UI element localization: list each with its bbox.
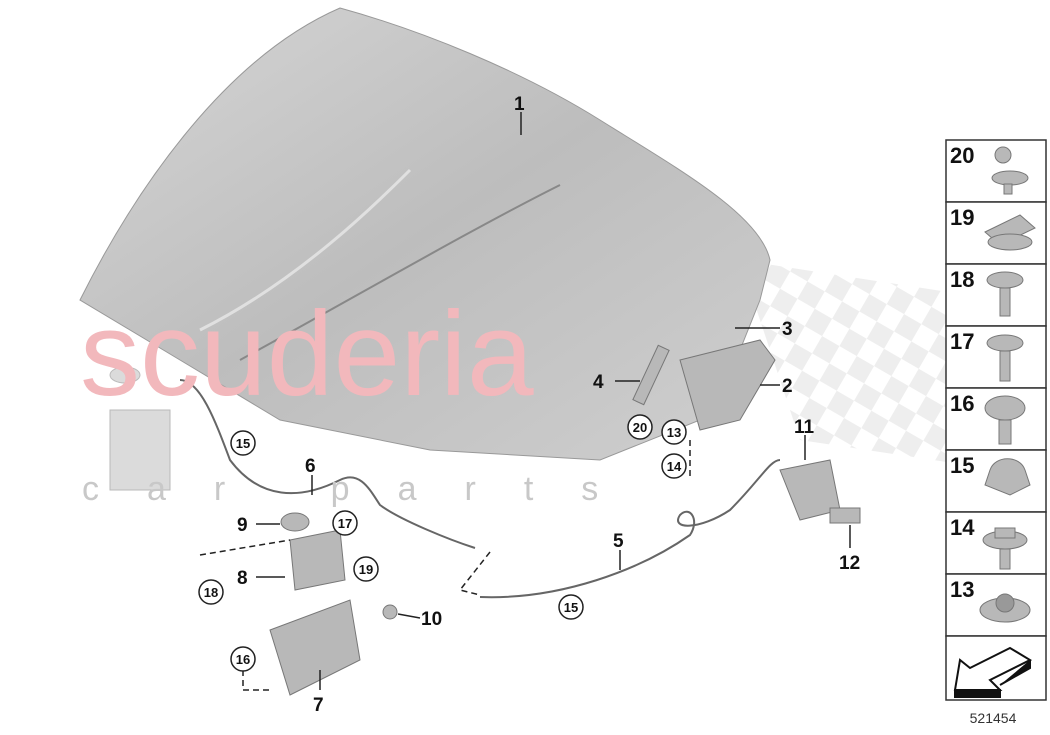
callout-1: 1 [514,94,525,115]
callout-6: 6 [305,456,316,477]
panel-label-15: 15 [950,453,974,478]
callout-3: 3 [782,319,793,340]
hood-highlight [199,168,412,332]
callout-2: 2 [782,376,793,397]
circled-callouts [198,414,687,672]
hood-crease [239,184,561,361]
part-9 [280,512,310,532]
cable-dash [458,551,491,596]
circled-callout-18: 18 [204,585,218,600]
circled-callout-19: 19 [359,562,373,577]
watermark-sub: car parts [82,470,646,508]
bracket-7 [269,599,361,696]
panel-label-17: 17 [950,329,974,354]
panel-label-19: 19 [950,205,974,230]
cable-6 [179,379,476,549]
part-12 [829,507,861,524]
panel-label-13: 13 [950,577,974,602]
diagram-id: 521454 [970,710,1017,726]
circled-callout-16: 16 [236,652,250,667]
callout-7: 7 [313,695,324,716]
circled-callout-20: 20 [633,420,647,435]
panel-label-14: 14 [950,515,975,540]
arrow-icon [953,646,1033,691]
panel-label-16: 16 [950,391,974,416]
hinge [679,339,776,431]
gas-strut [632,344,670,406]
callout-12: 12 [839,553,860,574]
callout-8: 8 [237,568,248,589]
leader-lines [199,112,851,691]
panel-label-20: 20 [950,143,974,168]
callouts: 1 2 3 4 5 6 7 8 9 10 11 12 [237,94,860,716]
panel-label-18: 18 [950,267,974,292]
hood-panel [79,7,771,461]
watermark-main: scuderia [80,287,534,421]
checker-watermark [740,260,1000,470]
faded-latch-part [109,366,171,491]
callout-4: 4 [593,372,604,393]
callout-10: 10 [421,609,442,630]
callout-9: 9 [237,515,248,536]
callout-5: 5 [613,531,624,552]
callout-11: 11 [794,417,815,438]
panel-part-icons [953,146,1036,698]
circled-callout-13: 13 [667,425,681,440]
latch-8 [289,529,346,591]
circled-callout-14: 14 [667,459,682,474]
part-10 [382,604,398,620]
cable-5 [479,459,781,599]
circled-callout-15: 15 [236,436,250,451]
circled-callout-15b: 15 [564,600,578,615]
circled-callout-17: 17 [338,516,352,531]
